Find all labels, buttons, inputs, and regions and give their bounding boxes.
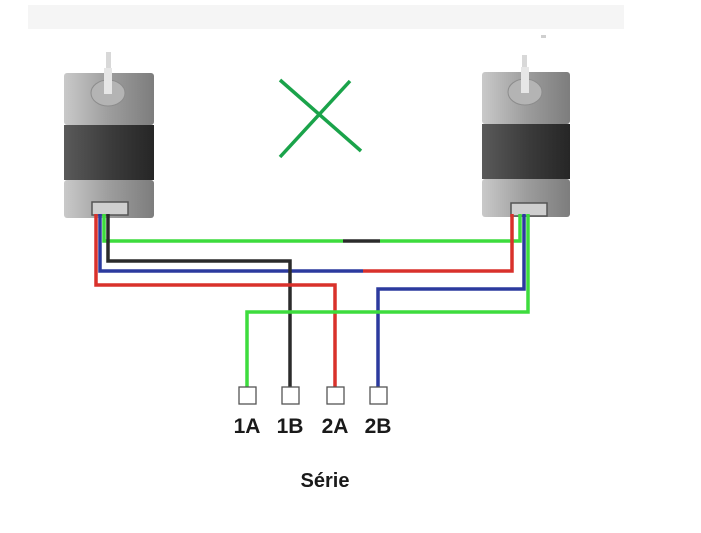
wire-red-2a [94, 214, 337, 392]
terminal-box-2b [369, 386, 388, 405]
terminal-label-1a: 1A [234, 415, 261, 438]
terminal-label-2a: 2A [322, 415, 349, 438]
top-band [28, 5, 624, 29]
wire-blue-link [98, 214, 363, 273]
terminal-label-2b: 2B [365, 415, 392, 438]
caption: Série [301, 470, 350, 492]
terminal-box-1b [281, 386, 300, 405]
wire-black-1b [106, 214, 292, 392]
wire-green-link-left [102, 214, 343, 243]
stepper-motor-right [482, 35, 570, 217]
terminal-boxes [238, 386, 388, 405]
cross-mark [278, 78, 363, 159]
wire-blue-2b [376, 214, 526, 392]
wires [94, 214, 530, 392]
wire-green-1a [245, 214, 530, 392]
terminal-label-1b: 1B [277, 415, 304, 438]
wire-green-link-right [380, 214, 522, 243]
terminal-box-2a [326, 386, 345, 405]
stepper-motor-left [64, 52, 154, 218]
wire-red-link [363, 214, 514, 273]
terminal-box-1a [238, 386, 257, 405]
